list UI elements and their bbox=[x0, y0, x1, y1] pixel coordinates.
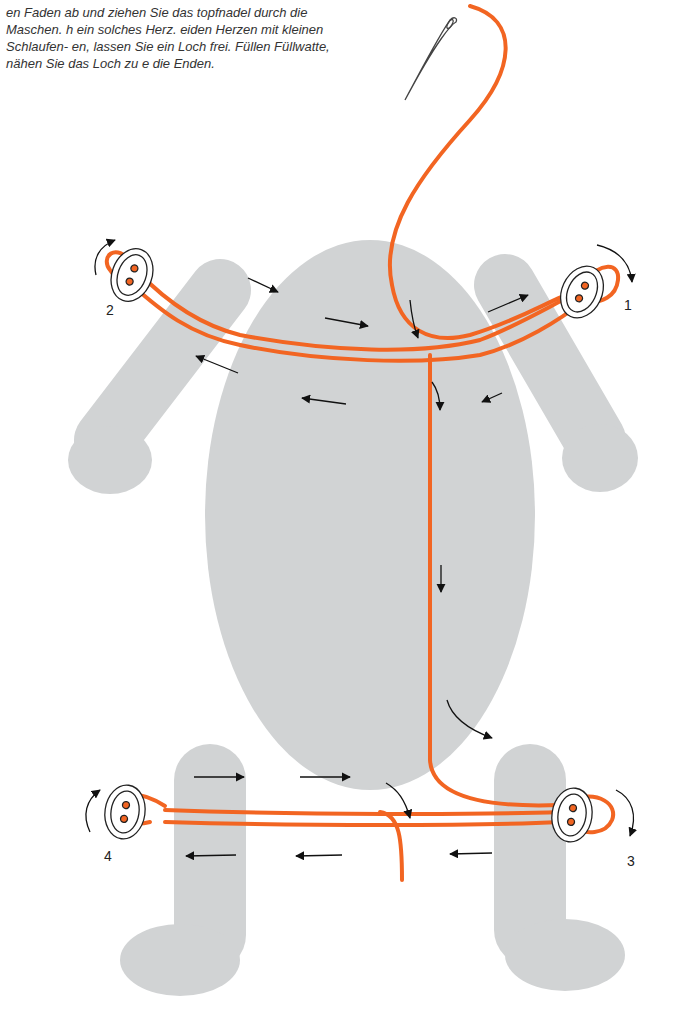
thread bbox=[107, 6, 618, 880]
direction-arrow bbox=[86, 240, 634, 856]
callout-number: 1 bbox=[622, 297, 634, 313]
needle bbox=[405, 18, 457, 100]
callout-number: 3 bbox=[625, 853, 637, 869]
callout-number: 2 bbox=[104, 302, 116, 318]
teddy-silhouette bbox=[68, 240, 638, 996]
instruction-text: en Faden ab und ziehen Sie das topfnadel… bbox=[6, 4, 341, 72]
callout-number: 4 bbox=[102, 848, 114, 864]
button bbox=[101, 243, 611, 845]
